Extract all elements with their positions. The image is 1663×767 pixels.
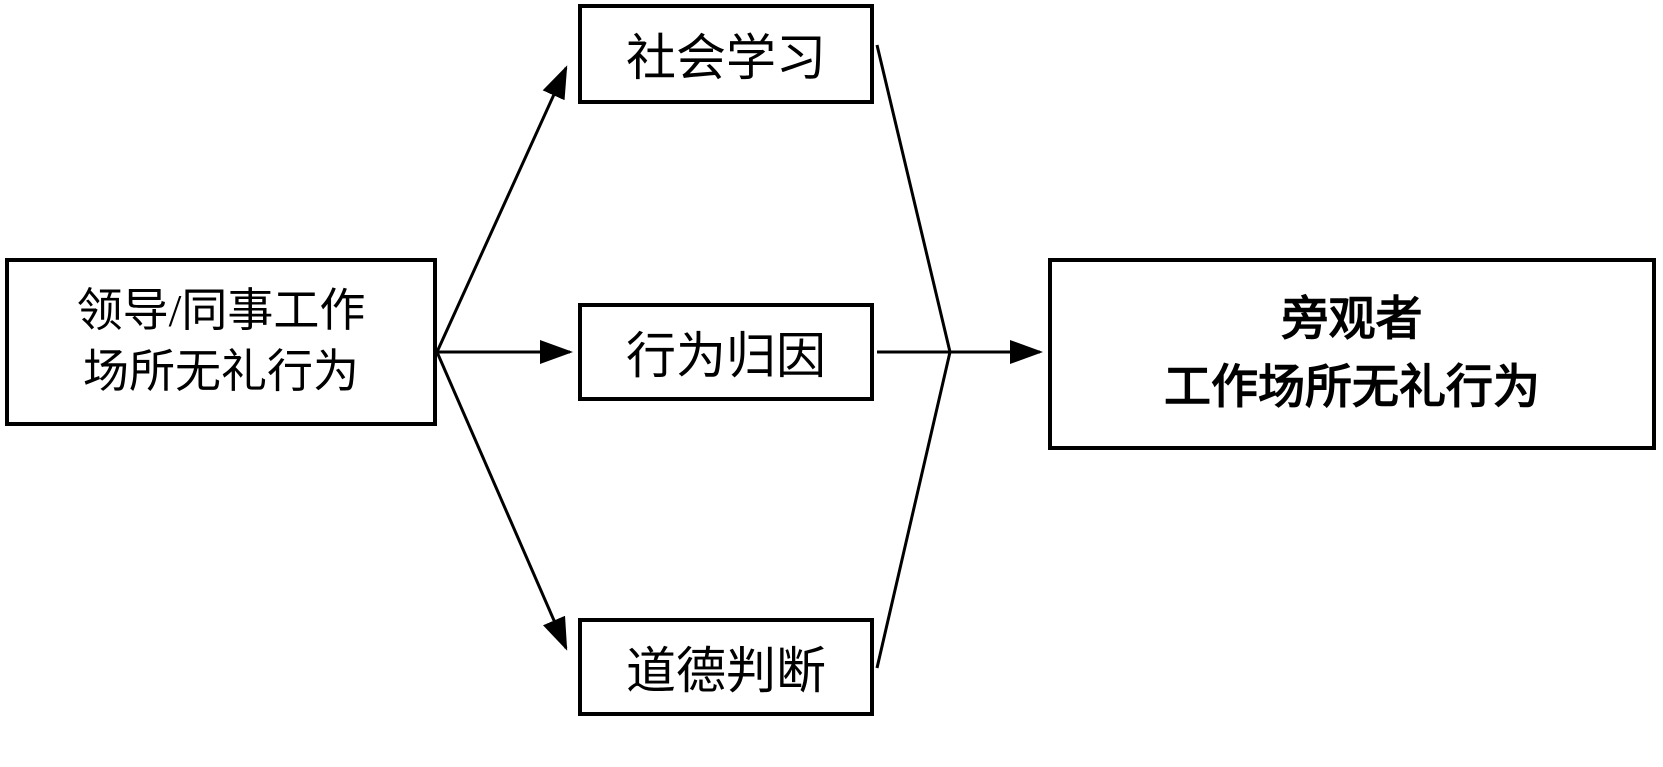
mediator-label: 社会学习: [626, 30, 826, 86]
node-mediator-behavior-attribution: 行为归因: [578, 303, 874, 401]
antecedent-label-line1: 领导/同事工作: [76, 285, 366, 337]
node-mediator-social-learning: 社会学习: [578, 4, 874, 104]
line-moral-judgment-to-junction: [875, 351, 952, 669]
mediator-label: 行为归因: [626, 328, 826, 384]
node-outcome: 旁观者 工作场所无礼行为: [1048, 258, 1656, 450]
node-antecedent: 领导/同事工作 场所无礼行为: [5, 258, 437, 426]
arrow-antecedent-to-moral-judgment: [435, 351, 568, 651]
mediator-label: 道德判断: [626, 643, 826, 699]
outcome-label-line1: 旁观者: [1281, 293, 1423, 346]
node-mediator-moral-judgment: 道德判断: [578, 618, 874, 716]
outcome-label-line2: 工作场所无礼行为: [1164, 362, 1540, 414]
antecedent-label-line2: 场所无礼行为: [83, 346, 359, 397]
line-social-learning-to-junction: [875, 44, 952, 353]
arrow-antecedent-to-social-learning: [435, 65, 568, 353]
